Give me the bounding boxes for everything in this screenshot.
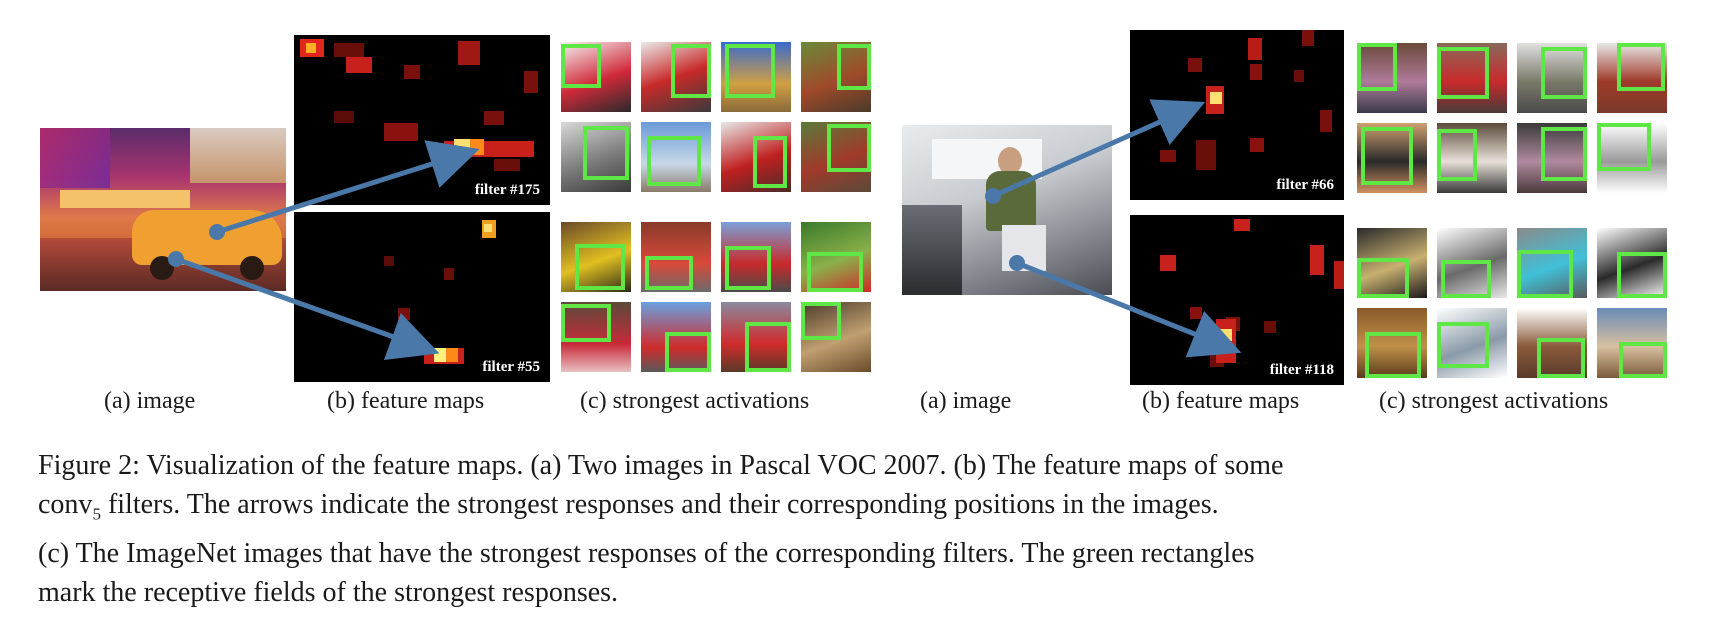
activation-thumb — [1517, 123, 1587, 193]
activation-thumb — [1597, 228, 1667, 298]
feature-map-filter-175: filter #175 — [294, 35, 550, 205]
filter-55-label: filter #55 — [482, 359, 540, 375]
activation-thumb — [1437, 228, 1507, 298]
filter-118-label: filter #118 — [1269, 362, 1334, 378]
activation-thumb — [641, 302, 711, 372]
activation-thumb — [1597, 123, 1667, 193]
activation-thumb — [1437, 308, 1507, 378]
caption-line-4: mark the receptive fields of the stronge… — [38, 576, 619, 608]
activation-thumb — [801, 122, 871, 192]
activation-thumb — [561, 222, 631, 292]
feature-map-filter-55: filter #55 — [294, 212, 550, 382]
activation-thumb — [1357, 43, 1427, 113]
activation-thumb — [561, 302, 631, 372]
activation-thumb — [641, 122, 711, 192]
subcaption-right-image: (a) image — [920, 388, 1012, 414]
activation-thumb — [1597, 308, 1667, 378]
conv-term: conv — [38, 489, 93, 520]
caption-line-1: Figure 2: Visualization of the feature m… — [38, 450, 1284, 481]
subcaption-right-activations: (c) strongest activations — [1379, 388, 1609, 414]
conv-subscript: 5 — [92, 504, 101, 524]
caption-line-3: (c) The ImageNet images that have the st… — [38, 537, 1255, 569]
figure-caption: Figure 2: Visualization of the feature m… — [38, 446, 1678, 612]
activation-thumb — [641, 222, 711, 292]
feature-map-filter-118: filter #118 — [1130, 215, 1344, 385]
feature-map-filter-66: filter #66 — [1130, 30, 1344, 200]
activation-thumb — [801, 222, 871, 292]
activation-thumb — [1597, 43, 1667, 113]
caption-line-2-text: filters. The arrows indicate the stronge… — [100, 489, 1219, 520]
subcaption-left-feature-maps: (b) feature maps — [327, 388, 485, 414]
activation-thumb — [721, 122, 791, 192]
subcaption-right-feature-maps: (b) feature maps — [1142, 388, 1300, 414]
activation-thumb — [1437, 123, 1507, 193]
activation-thumb — [1357, 228, 1427, 298]
activation-thumb — [561, 122, 631, 192]
activation-thumb — [641, 42, 711, 112]
subcaption-left-activations: (c) strongest activations — [580, 388, 810, 414]
activation-thumb — [1357, 123, 1427, 193]
office-scene-image — [902, 125, 1112, 295]
activation-thumb — [1437, 43, 1507, 113]
activation-thumb — [1357, 308, 1427, 378]
activation-thumb — [1517, 308, 1587, 378]
activation-thumb — [1517, 43, 1587, 113]
filter-66-label: filter #66 — [1276, 177, 1334, 193]
activation-thumb — [1517, 228, 1587, 298]
activation-thumb — [721, 222, 791, 292]
activation-thumb — [721, 42, 791, 112]
street-scene-image — [40, 128, 286, 291]
activation-thumb — [721, 302, 791, 372]
caption-line-2: conv5 filters. The arrows indicate the s… — [38, 485, 1678, 534]
filter-175-label: filter #175 — [474, 182, 540, 198]
subcaption-left-image: (a) image — [104, 388, 196, 414]
activation-thumb — [561, 42, 631, 112]
activation-thumb — [801, 42, 871, 112]
activation-thumb — [801, 302, 871, 372]
